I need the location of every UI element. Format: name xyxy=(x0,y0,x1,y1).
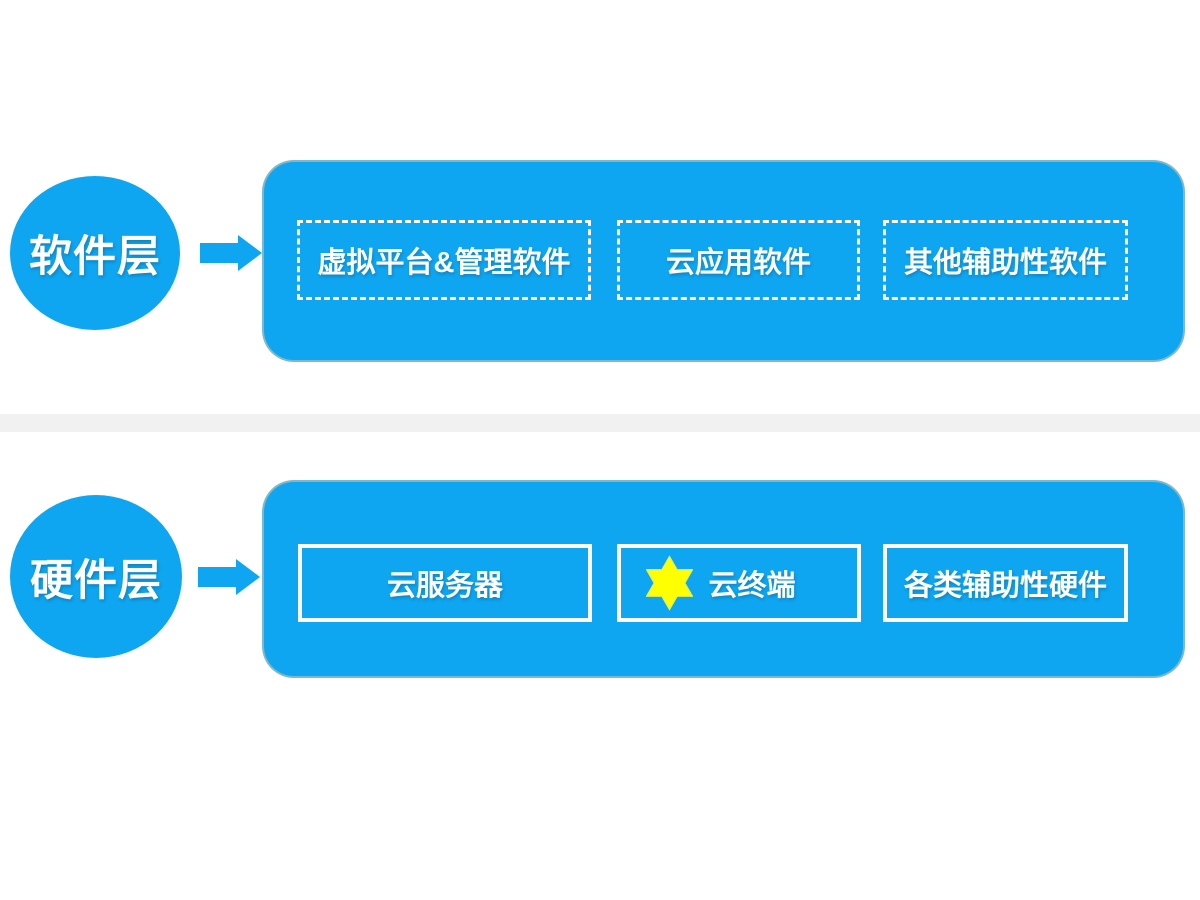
software-item-cloud-apps-label: 云应用软件 xyxy=(665,247,811,279)
software-layer-circle: 软件层 xyxy=(10,176,180,330)
hardware-layer-label: 硬件层 xyxy=(30,556,162,605)
hardware-item-other-hardware: 各类辅助性硬件 xyxy=(883,544,1128,622)
hardware-item-cloud-terminal: 云终端 xyxy=(617,544,861,622)
hardware-item-cloud-terminal-label: 云终端 xyxy=(708,570,796,602)
hardware-layer-circle: 硬件层 xyxy=(10,495,182,658)
star-icon xyxy=(646,555,694,611)
arrow-shape xyxy=(198,559,260,595)
software-panel: 虚拟平台&管理软件 云应用软件 其他辅助性软件 xyxy=(262,160,1185,362)
star-shape xyxy=(646,555,694,611)
arrow-shape xyxy=(200,235,262,271)
hardware-panel: 云服务器 云终端 各类辅助性硬件 xyxy=(262,480,1185,678)
hardware-item-other-hardware-label: 各类辅助性硬件 xyxy=(903,570,1107,602)
software-item-other-software-label: 其他辅助性软件 xyxy=(903,247,1107,279)
software-item-other-software: 其他辅助性软件 xyxy=(883,220,1128,300)
horizontal-divider xyxy=(0,414,1200,432)
hardware-item-cloud-server-label: 云服务器 xyxy=(386,570,503,602)
hardware-item-cloud-server: 云服务器 xyxy=(298,544,592,622)
software-item-cloud-apps: 云应用软件 xyxy=(617,220,860,300)
hardware-item-cloud-terminal-content: 云终端 xyxy=(646,554,796,612)
software-item-virtual-platform: 虚拟平台&管理软件 xyxy=(297,220,591,300)
arrow-right-icon xyxy=(200,235,262,271)
software-layer-label: 软件层 xyxy=(29,233,161,281)
software-item-virtual-platform-label: 虚拟平台&管理软件 xyxy=(317,247,571,279)
arrow-right-icon xyxy=(198,559,260,595)
